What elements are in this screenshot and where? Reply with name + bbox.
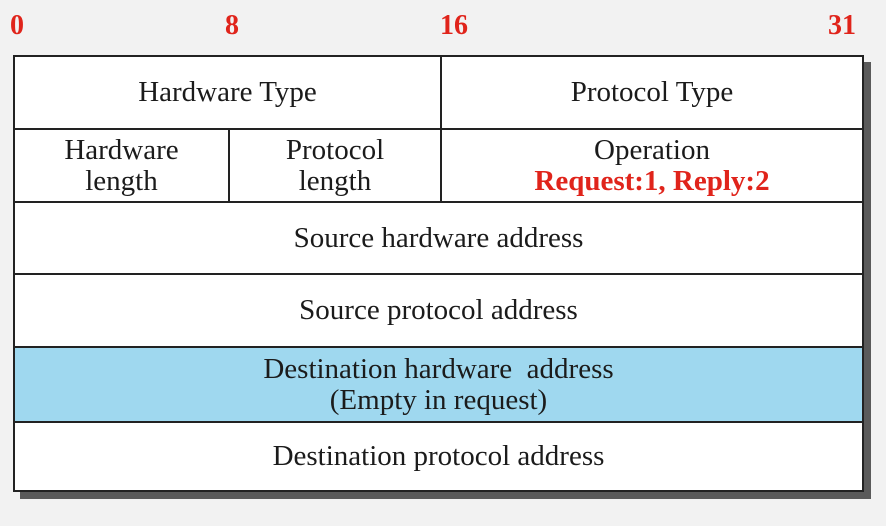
protocol-type-label: Protocol Type [570,76,734,108]
bit-label-16: 16 [440,10,468,41]
source-protocol-address-label: Source protocol address [299,294,578,326]
arp-packet-format: Hardware Type Protocol Type Hardware len… [13,55,864,492]
destination-hardware-address-field: Destination hardware address (Empty in r… [15,348,862,421]
protocol-length-field: Protocol length [228,130,440,201]
bit-label-8: 8 [225,10,239,41]
destination-hardware-address-label: Destination hardware address [263,352,614,385]
hardware-type-label: Hardware Type [138,76,317,108]
source-hardware-address-label: Source hardware address [293,221,584,254]
destination-hardware-address-note: (Empty in request) [329,383,548,416]
row-destination-hardware: Destination hardware address (Empty in r… [15,348,862,423]
operation-values: Request:1, Reply:2 [534,164,770,197]
operation-label: Operation [594,133,710,166]
hardware-length-field: Hardware length [15,130,228,201]
hardware-type-field: Hardware Type [15,57,440,128]
row-source-protocol: Source protocol address [15,275,862,348]
source-hardware-address-field: Source hardware address [15,203,862,273]
protocol-type-field: Protocol Type [440,57,862,128]
operation-field: Operation Request:1, Reply:2 [440,130,862,201]
row-destination-protocol: Destination protocol address [15,423,862,490]
hardware-length-line2: length [85,164,158,197]
destination-protocol-address-label: Destination protocol address [272,440,605,472]
bit-label-0: 0 [10,10,24,41]
protocol-length-line2: length [298,164,372,197]
bit-label-31: 31 [828,10,856,41]
hardware-length-line1: Hardware [64,133,179,166]
row-lengths-operation: Hardware length Protocol length Operatio… [15,130,862,203]
protocol-length-line1: Protocol [285,133,385,166]
source-protocol-address-field: Source protocol address [15,275,862,346]
destination-protocol-address-field: Destination protocol address [15,423,862,490]
row-types: Hardware Type Protocol Type [15,57,862,130]
row-source-hardware: Source hardware address [15,203,862,275]
